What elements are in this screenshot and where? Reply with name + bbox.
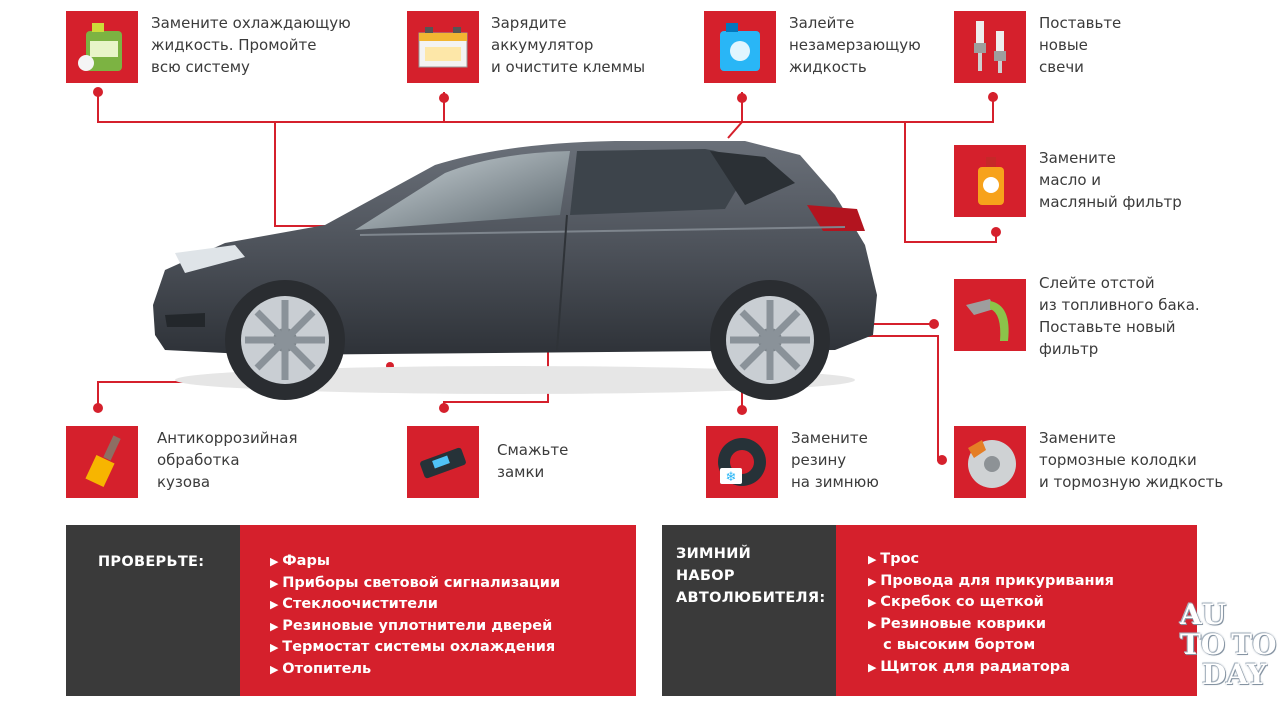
paint-brush-icon [85,435,121,488]
anticorrosion-tile [66,426,138,498]
winter-kit-header: ЗИМНИЙ НАБОР АВТОЛЮБИТЕЛЯ: [662,525,836,696]
check-list: ▶ Фары▶ Приборы световой сигнализации▶ С… [270,551,560,681]
list-item: ▶ Провода для прикуривания [868,571,1114,593]
check-panel-header: ПРОВЕРЬТЕ: [66,525,240,696]
winter-tire-icon: ❄ [718,438,766,486]
bullet-arrow-icon: ▶ [868,660,881,674]
oil-tile [954,145,1026,217]
list-item: ▶ Приборы световой сигнализации [270,573,560,595]
washer-caption: Залейте незамерзающую жидкость [789,14,921,76]
bullet-arrow-icon: ▶ [270,576,283,590]
locks-tile [407,426,479,498]
locks-caption: Смажьте замки [497,441,569,481]
bullet-arrow-icon: ▶ [868,553,881,566]
battery-caption: Зарядите аккумулятор и очистите клеммы [491,14,646,76]
plugs-caption: Поставьте новые свечи [1039,14,1122,76]
list-item: с высоким бортом [868,635,1114,657]
oil-caption: Замените масло и масляный фильтр [1039,149,1182,211]
list-item-label: Приборы световой сигнализации [282,574,561,591]
list-item: ▶ Скребок со щеткой [868,592,1114,614]
list-item-label: с высоким бортом [883,637,1036,654]
coolant-canister-icon [78,23,122,71]
list-item: ▶ Стеклоочистители [270,594,560,616]
bullet-arrow-icon: ▶ [868,596,881,610]
car-battery-icon [418,27,468,68]
fuel-caption: Слейте отстой из топливного бака. Постав… [1039,274,1200,358]
lock-spray-icon [420,447,466,479]
list-item: ▶ Фары [270,551,560,573]
list-item-label: Провода для прикуривания [880,572,1114,589]
watermark-line-1: AU [1180,598,1227,631]
washer-tile [704,11,776,83]
list-item: ▶ Щиток для радиатора [868,657,1114,679]
watermark-line-2: TO [1180,628,1226,661]
list-item-label: Скребок со щеткой [880,594,1044,611]
coolant-tile [66,11,138,83]
bullet-arrow-icon: ▶ [270,619,283,633]
anticorrosion-caption: Антикоррозийная обработка кузова [157,429,298,491]
check-panel: ПРОВЕРЬТЕ: ▶ Фары▶ Приборы световой сигн… [66,525,636,696]
list-item-label: Фары [282,553,330,569]
check-panel-body: ▶ Фары▶ Приборы световой сигнализации▶ С… [240,525,636,696]
list-item: ▶ Трос [868,549,1114,571]
bullet-arrow-icon: ▶ [270,598,283,612]
washer-fluid-icon [720,23,760,71]
bullet-arrow-icon: ▶ [868,574,881,588]
list-item-label: Стеклоочистители [282,596,438,613]
list-item: ▶ Термостат системы охлаждения [270,637,560,659]
fuel-tile [954,279,1026,351]
list-item: ▶ Резиновые уплотнители дверей [270,616,560,638]
watermark-logo: AU TO TO DAY [1180,600,1276,690]
tires-tile: ❄ [706,426,778,498]
brakes-tile [954,426,1026,498]
oil-bottle-icon [978,157,1004,205]
list-item-label: Термостат системы охлаждения [282,639,556,656]
brake-disc-icon [968,440,1016,488]
winter-kit-panel: ЗИМНИЙ НАБОР АВТОЛЮБИТЕЛЯ: ▶ Трос▶ Прово… [662,525,1197,696]
list-item-label: Отопитель [282,660,372,677]
plugs-tile [954,11,1026,83]
tires-caption: Замените резину на зимнюю [791,429,879,491]
list-item: ▶ Отопитель [270,659,560,681]
check-panel-title: ПРОВЕРЬТЕ: [98,554,205,570]
brakes-caption: Замените тормозные колодки и тормозную ж… [1039,429,1224,491]
fuel-nozzle-icon [966,299,1009,341]
watermark-line-3: TO [1231,628,1277,661]
winter-kit-list: ▶ Трос▶ Провода для прикуривания▶ Скребо… [868,549,1114,679]
bullet-arrow-icon: ▶ [270,555,283,568]
list-item-label: Щиток для радиатора [880,658,1070,675]
bullet-arrow-icon: ▶ [270,662,283,676]
list-indent [868,637,883,653]
bullet-arrow-icon: ▶ [868,617,881,631]
watermark-line-4: DAY [1202,658,1267,691]
battery-tile [407,11,479,83]
winter-kit-title: ЗИМНИЙ НАБОР АВТОЛЮБИТЕЛЯ: [676,546,826,606]
bullet-arrow-icon: ▶ [270,641,283,655]
list-item: ▶ Резиновые коврики [868,614,1114,636]
spark-plug-icon [974,21,1006,73]
coolant-caption: Замените охлаждающую жидкость. Промойте … [151,14,351,76]
list-item-label: Трос [880,551,920,567]
winter-kit-body: ▶ Трос▶ Провода для прикуривания▶ Скребо… [836,525,1197,696]
svg-text:❄: ❄ [726,470,737,485]
list-item-label: Резиновые уплотнители дверей [282,617,553,634]
list-item-label: Резиновые коврики [880,615,1047,632]
car-illustration [153,141,877,400]
